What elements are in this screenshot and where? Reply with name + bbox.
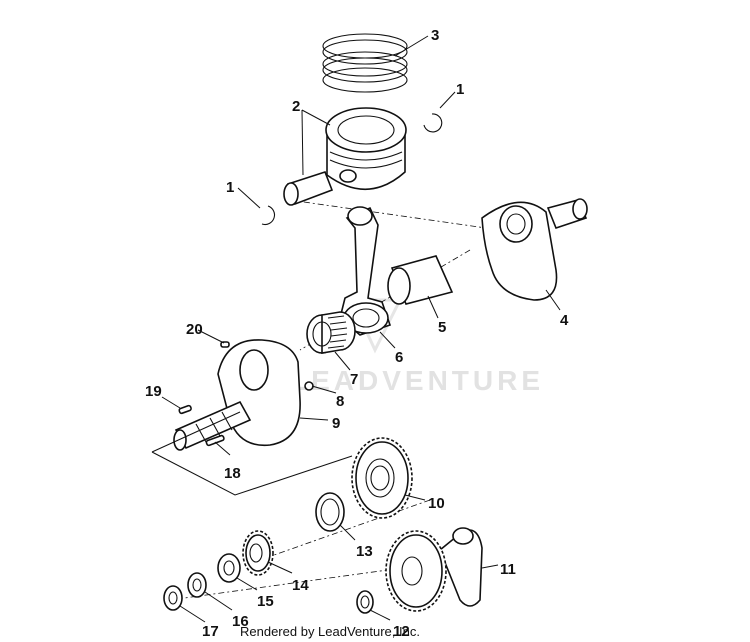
callout-20: 20: [186, 321, 203, 338]
callout-15: 15: [257, 593, 274, 610]
watermark-text: LEADVENTURE: [290, 365, 544, 396]
balancer-shaft: [385, 527, 483, 612]
crank-dowel: [304, 381, 314, 391]
crank-nut: [217, 553, 241, 583]
callout-7: 7: [350, 371, 358, 388]
circlip-right: [423, 113, 443, 133]
woodruff-key: [178, 404, 192, 415]
balancer-washer: [356, 590, 374, 614]
callout-9: 9: [332, 415, 340, 432]
crank-half-left: [173, 339, 301, 451]
callout-11: 11: [500, 561, 516, 578]
callout-2: 2: [292, 98, 300, 115]
callout-18: 18: [224, 465, 241, 482]
callout-13: 13: [356, 543, 373, 560]
crank-half-right: [481, 198, 588, 301]
callout-4: 4: [560, 312, 569, 329]
callout-12: 12: [393, 623, 410, 640]
assembly-axis-lines: [169, 199, 501, 601]
lock-washer: [187, 572, 207, 598]
callout-1-left: 1: [226, 179, 234, 196]
piston-rings: [322, 33, 408, 93]
connecting-rod: [339, 206, 392, 336]
leader-lines: [161, 35, 561, 623]
callout-3: 3: [431, 27, 439, 44]
callout-14: 14: [292, 577, 309, 594]
piston-pin: [283, 171, 334, 206]
callout-5: 5: [438, 319, 446, 336]
watermark: LEADVENTURE: [290, 298, 544, 396]
callout-17: 17: [202, 623, 219, 640]
dowel-pin: [220, 341, 230, 348]
crank-pin: [387, 255, 454, 305]
callout-6: 6: [395, 349, 403, 366]
thrust-washer: [315, 492, 345, 532]
timing-sprocket: [242, 530, 274, 576]
end-nut: [163, 585, 183, 611]
needle-bearing: [306, 311, 356, 354]
callout-1-right: 1: [456, 81, 464, 98]
sub-assembly-outline: [151, 411, 353, 496]
callout-labels: 3 1 2 1 4 5 6 7 8 9 20 19 18 10 11 13 14…: [145, 27, 569, 640]
drive-gear: [351, 437, 413, 519]
callout-10: 10: [428, 495, 445, 512]
callout-8: 8: [336, 393, 344, 410]
credit-text: Rendered by LeadVenture, Inc.: [240, 624, 420, 639]
callout-19: 19: [145, 383, 162, 400]
piston: [325, 107, 407, 191]
circlip-left: [261, 205, 276, 226]
callout-16: 16: [232, 613, 249, 630]
